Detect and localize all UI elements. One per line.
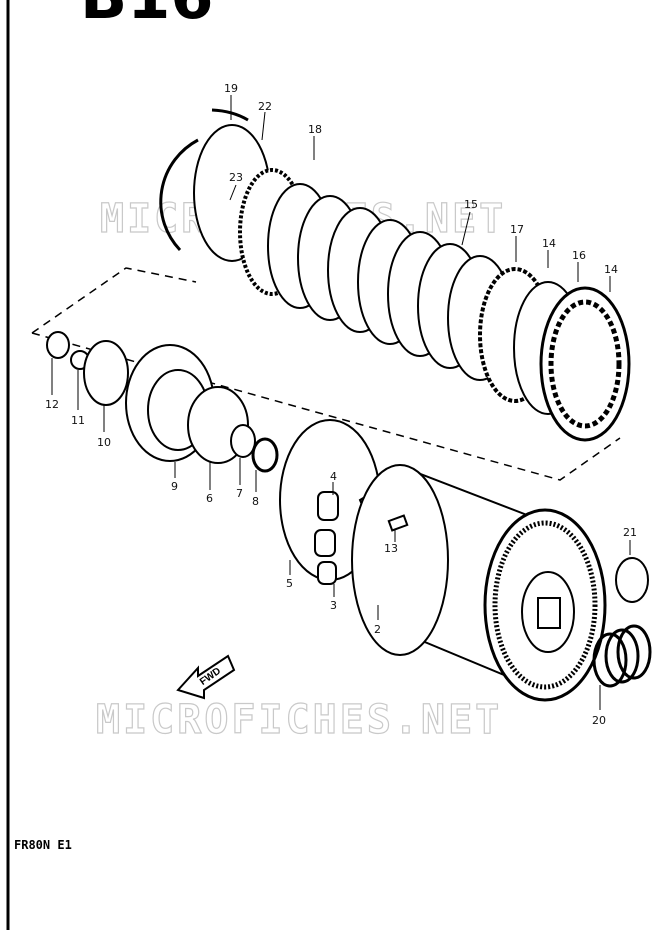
part-label-5: 5 [286,577,293,590]
part-label-8: 8 [252,495,259,508]
part-label-16b: 16 [572,249,586,262]
part-label-13: 13 [384,542,398,555]
part-label-2: 2 [374,623,381,636]
part-label-22: 22 [258,100,272,113]
part-label-19: 19 [224,82,238,95]
part-label-9: 9 [171,480,178,493]
clutch-hub-assembly [46,331,381,585]
part-label-7: 7 [236,487,243,500]
part-label-11: 11 [71,414,85,427]
part-label-17: 17 [510,223,524,236]
part-label-21: 21 [623,526,637,539]
dashed-outline-top [31,267,197,334]
part-label-15: 14 [542,237,556,250]
part-label-20: 20 [592,714,606,727]
clutch-housing [351,464,607,702]
part-label-14: 14 [604,263,618,276]
part-label-12: 12 [45,398,59,411]
part-label-4: 4 [330,470,337,483]
cushion-spring [592,624,652,688]
model-code: FR80N E1 [14,838,72,852]
part-label-18: 18 [308,123,322,136]
leader-lines [51,95,631,710]
part-label-6: 6 [206,492,213,505]
clutch-plate-stack [159,108,631,442]
part-label-3: 3 [330,599,337,612]
watermark-bottom: MICROFICHES.NET [96,697,502,743]
page-title: B16 [80,0,214,33]
part-label-23: 23 [229,171,243,184]
part-label-10: 10 [97,436,111,449]
circlip-ring [615,557,649,603]
fwd-arrow: FWD [176,654,236,700]
part-label-16: 15 [464,198,478,211]
